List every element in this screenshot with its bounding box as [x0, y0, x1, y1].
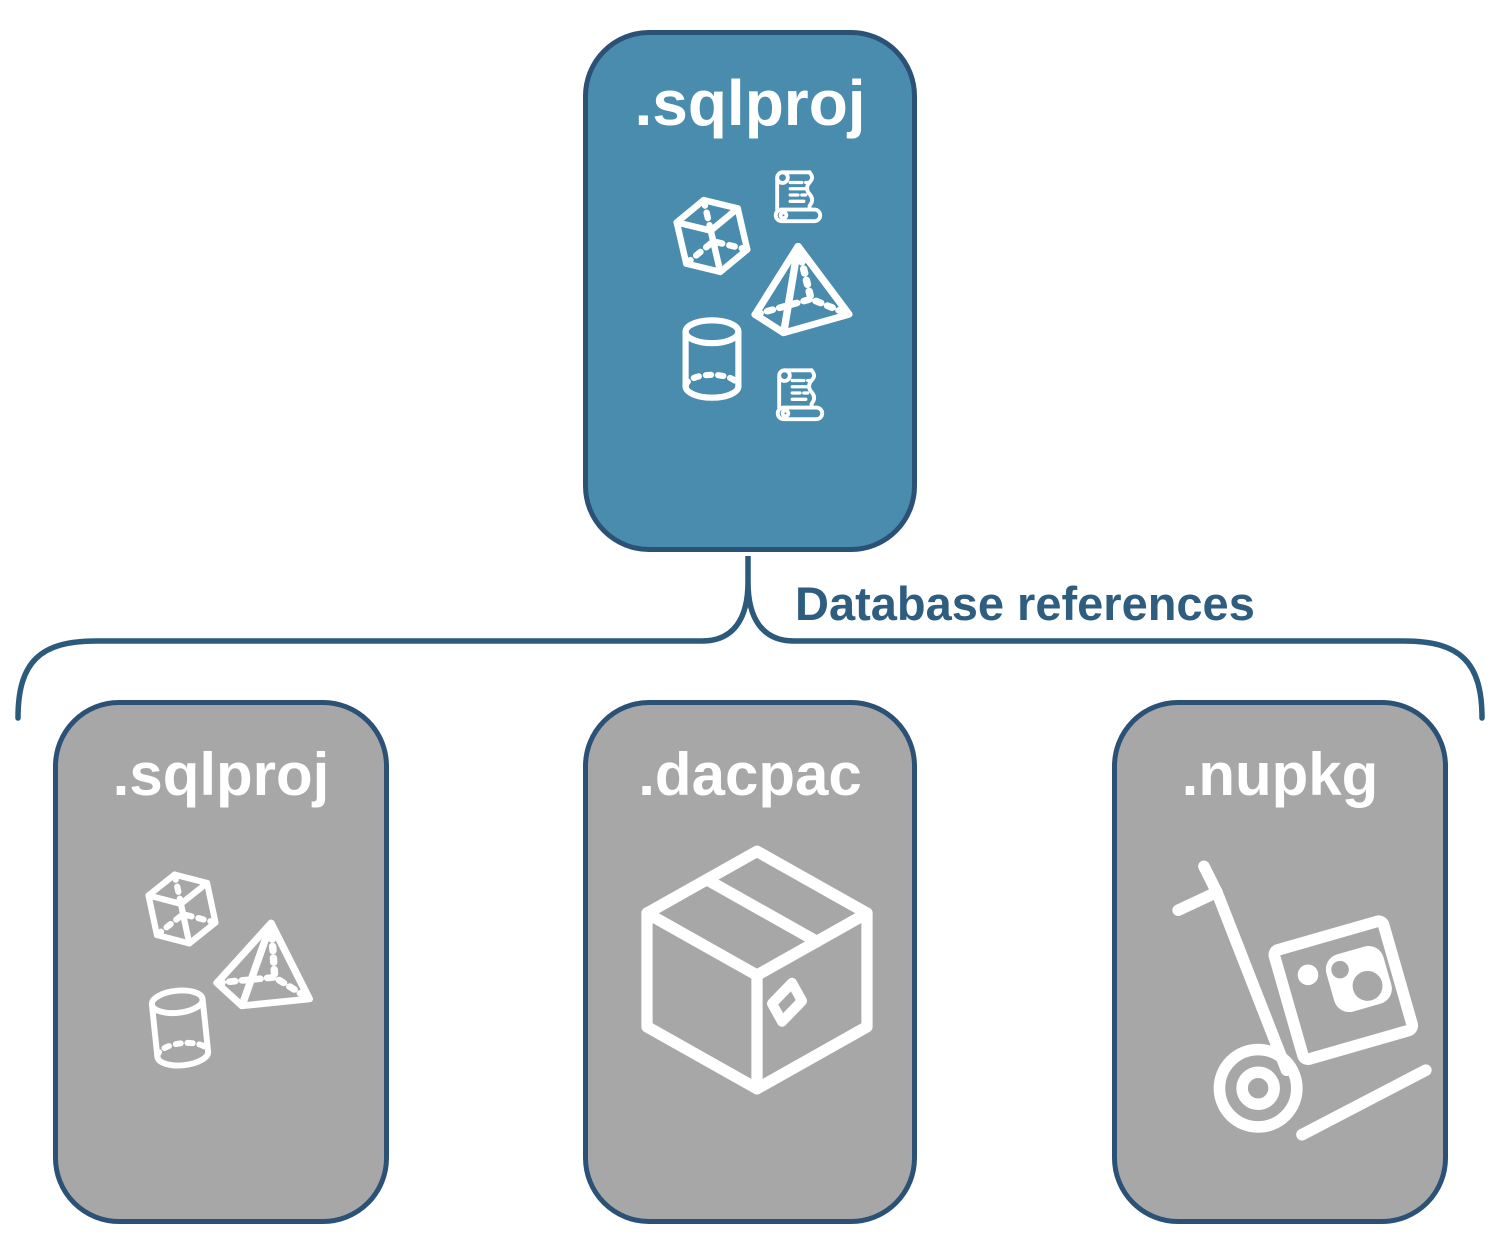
package-icon [632, 841, 882, 1099]
child-box-title: .dacpac [638, 741, 862, 808]
child-box-title: .nupkg [1181, 741, 1379, 808]
root-box-sqlproj: .sqlproj [583, 30, 917, 552]
root-box-title: .sqlproj [634, 67, 866, 139]
child-box-sqlproj: .sqlproj [53, 700, 389, 1224]
pyramid-icon [739, 234, 854, 341]
cylinder-icon [676, 315, 748, 403]
cylinder-icon [142, 982, 219, 1075]
child-box-dacpac: .dacpac [583, 700, 917, 1224]
hand-truck-icon [1173, 861, 1431, 1171]
pyramid-icon [207, 911, 319, 1014]
scroll-icon [773, 170, 823, 224]
child-box-nupkg: .nupkg [1112, 700, 1448, 1224]
connector-label: Database references [795, 577, 1255, 630]
child-box-title: .sqlproj [112, 741, 330, 808]
scroll-icon [775, 368, 825, 422]
